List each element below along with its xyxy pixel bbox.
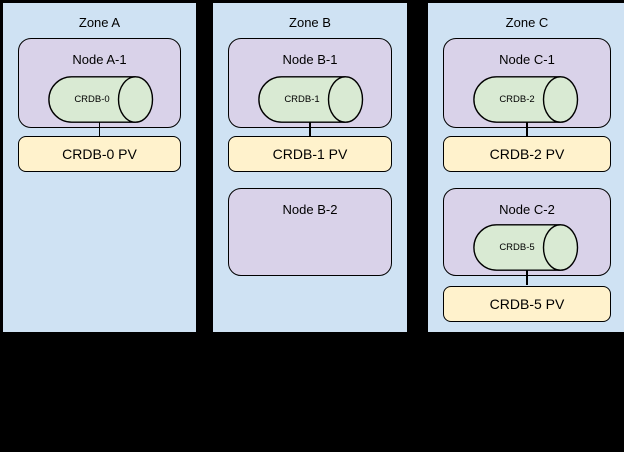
crdb-1-label: CRDB-1 <box>284 94 320 105</box>
connector-line <box>98 122 100 137</box>
zone-c: Zone C Node C-1 CRDB-2 CRDB-2 PV Node C-… <box>427 2 624 333</box>
crdb-0-pv-box: CRDB-0 PV <box>18 136 181 172</box>
node-b-2: Node B-2 <box>228 188 392 276</box>
database-cylinder-icon <box>48 76 154 123</box>
connector-line <box>309 122 311 137</box>
node-b-2-label: Node B-2 <box>282 202 338 217</box>
zone-b-label: Zone B <box>289 15 331 30</box>
zone-a-label: Zone A <box>78 15 121 30</box>
database-cylinder-icon <box>258 76 364 123</box>
crdb-0-cylinder: CRDB-0 <box>48 76 154 123</box>
crdb-5-pv-box: CRDB-5 PV <box>443 286 611 322</box>
node-a-1-label: Node A-1 <box>72 52 127 67</box>
crdb-5-cylinder: CRDB-5 <box>473 224 579 271</box>
crdb-5-label: CRDB-5 <box>499 242 535 253</box>
node-c-1-label: Node C-1 <box>499 52 555 67</box>
crdb-2-cylinder: CRDB-2 <box>473 76 579 123</box>
database-cylinder-icon <box>473 76 579 123</box>
zone-c-label: Zone C <box>505 15 549 30</box>
crdb-0-pv-label: CRDB-0 PV <box>62 146 137 162</box>
crdb-0-label: CRDB-0 <box>74 94 110 105</box>
connector-line <box>526 270 528 285</box>
crdb-1-pv-label: CRDB-1 PV <box>272 146 348 162</box>
crdb-1-cylinder: CRDB-1 <box>258 76 364 123</box>
zone-b: Zone B Node B-1 CRDB-1 CRDB-1 PV Node B-… <box>212 2 408 333</box>
node-c-2-label: Node C-2 <box>499 202 555 217</box>
connector-line <box>526 122 528 137</box>
node-b-1-label: Node B-1 <box>282 52 338 67</box>
crdb-1-pv-box: CRDB-1 PV <box>228 136 392 172</box>
zone-a: Zone A Node A-1 CRDB-0 CRDB-0 PV <box>2 2 197 333</box>
database-cylinder-icon <box>473 224 579 271</box>
crdb-2-label: CRDB-2 <box>499 94 535 105</box>
crdb-2-pv-label: CRDB-2 PV <box>489 146 565 162</box>
crdb-5-pv-label: CRDB-5 PV <box>489 296 565 312</box>
crdb-2-pv-box: CRDB-2 PV <box>443 136 611 172</box>
